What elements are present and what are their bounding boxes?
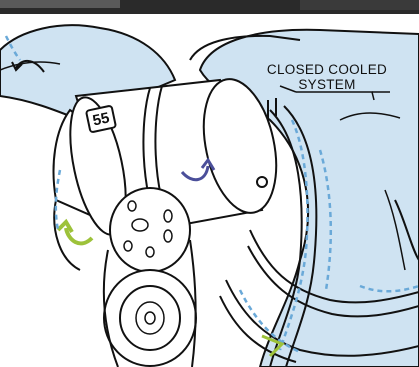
callout-label: CLOSED COOLED SYSTEM: [247, 62, 407, 92]
callout-line-2: SYSTEM: [247, 77, 407, 92]
svg-text:55: 55: [91, 109, 111, 129]
callout-line-1: CLOSED COOLED: [247, 62, 407, 77]
return-flow-arrow: [58, 222, 92, 243]
lower-pulley: [104, 270, 196, 366]
pulley: [110, 188, 190, 272]
